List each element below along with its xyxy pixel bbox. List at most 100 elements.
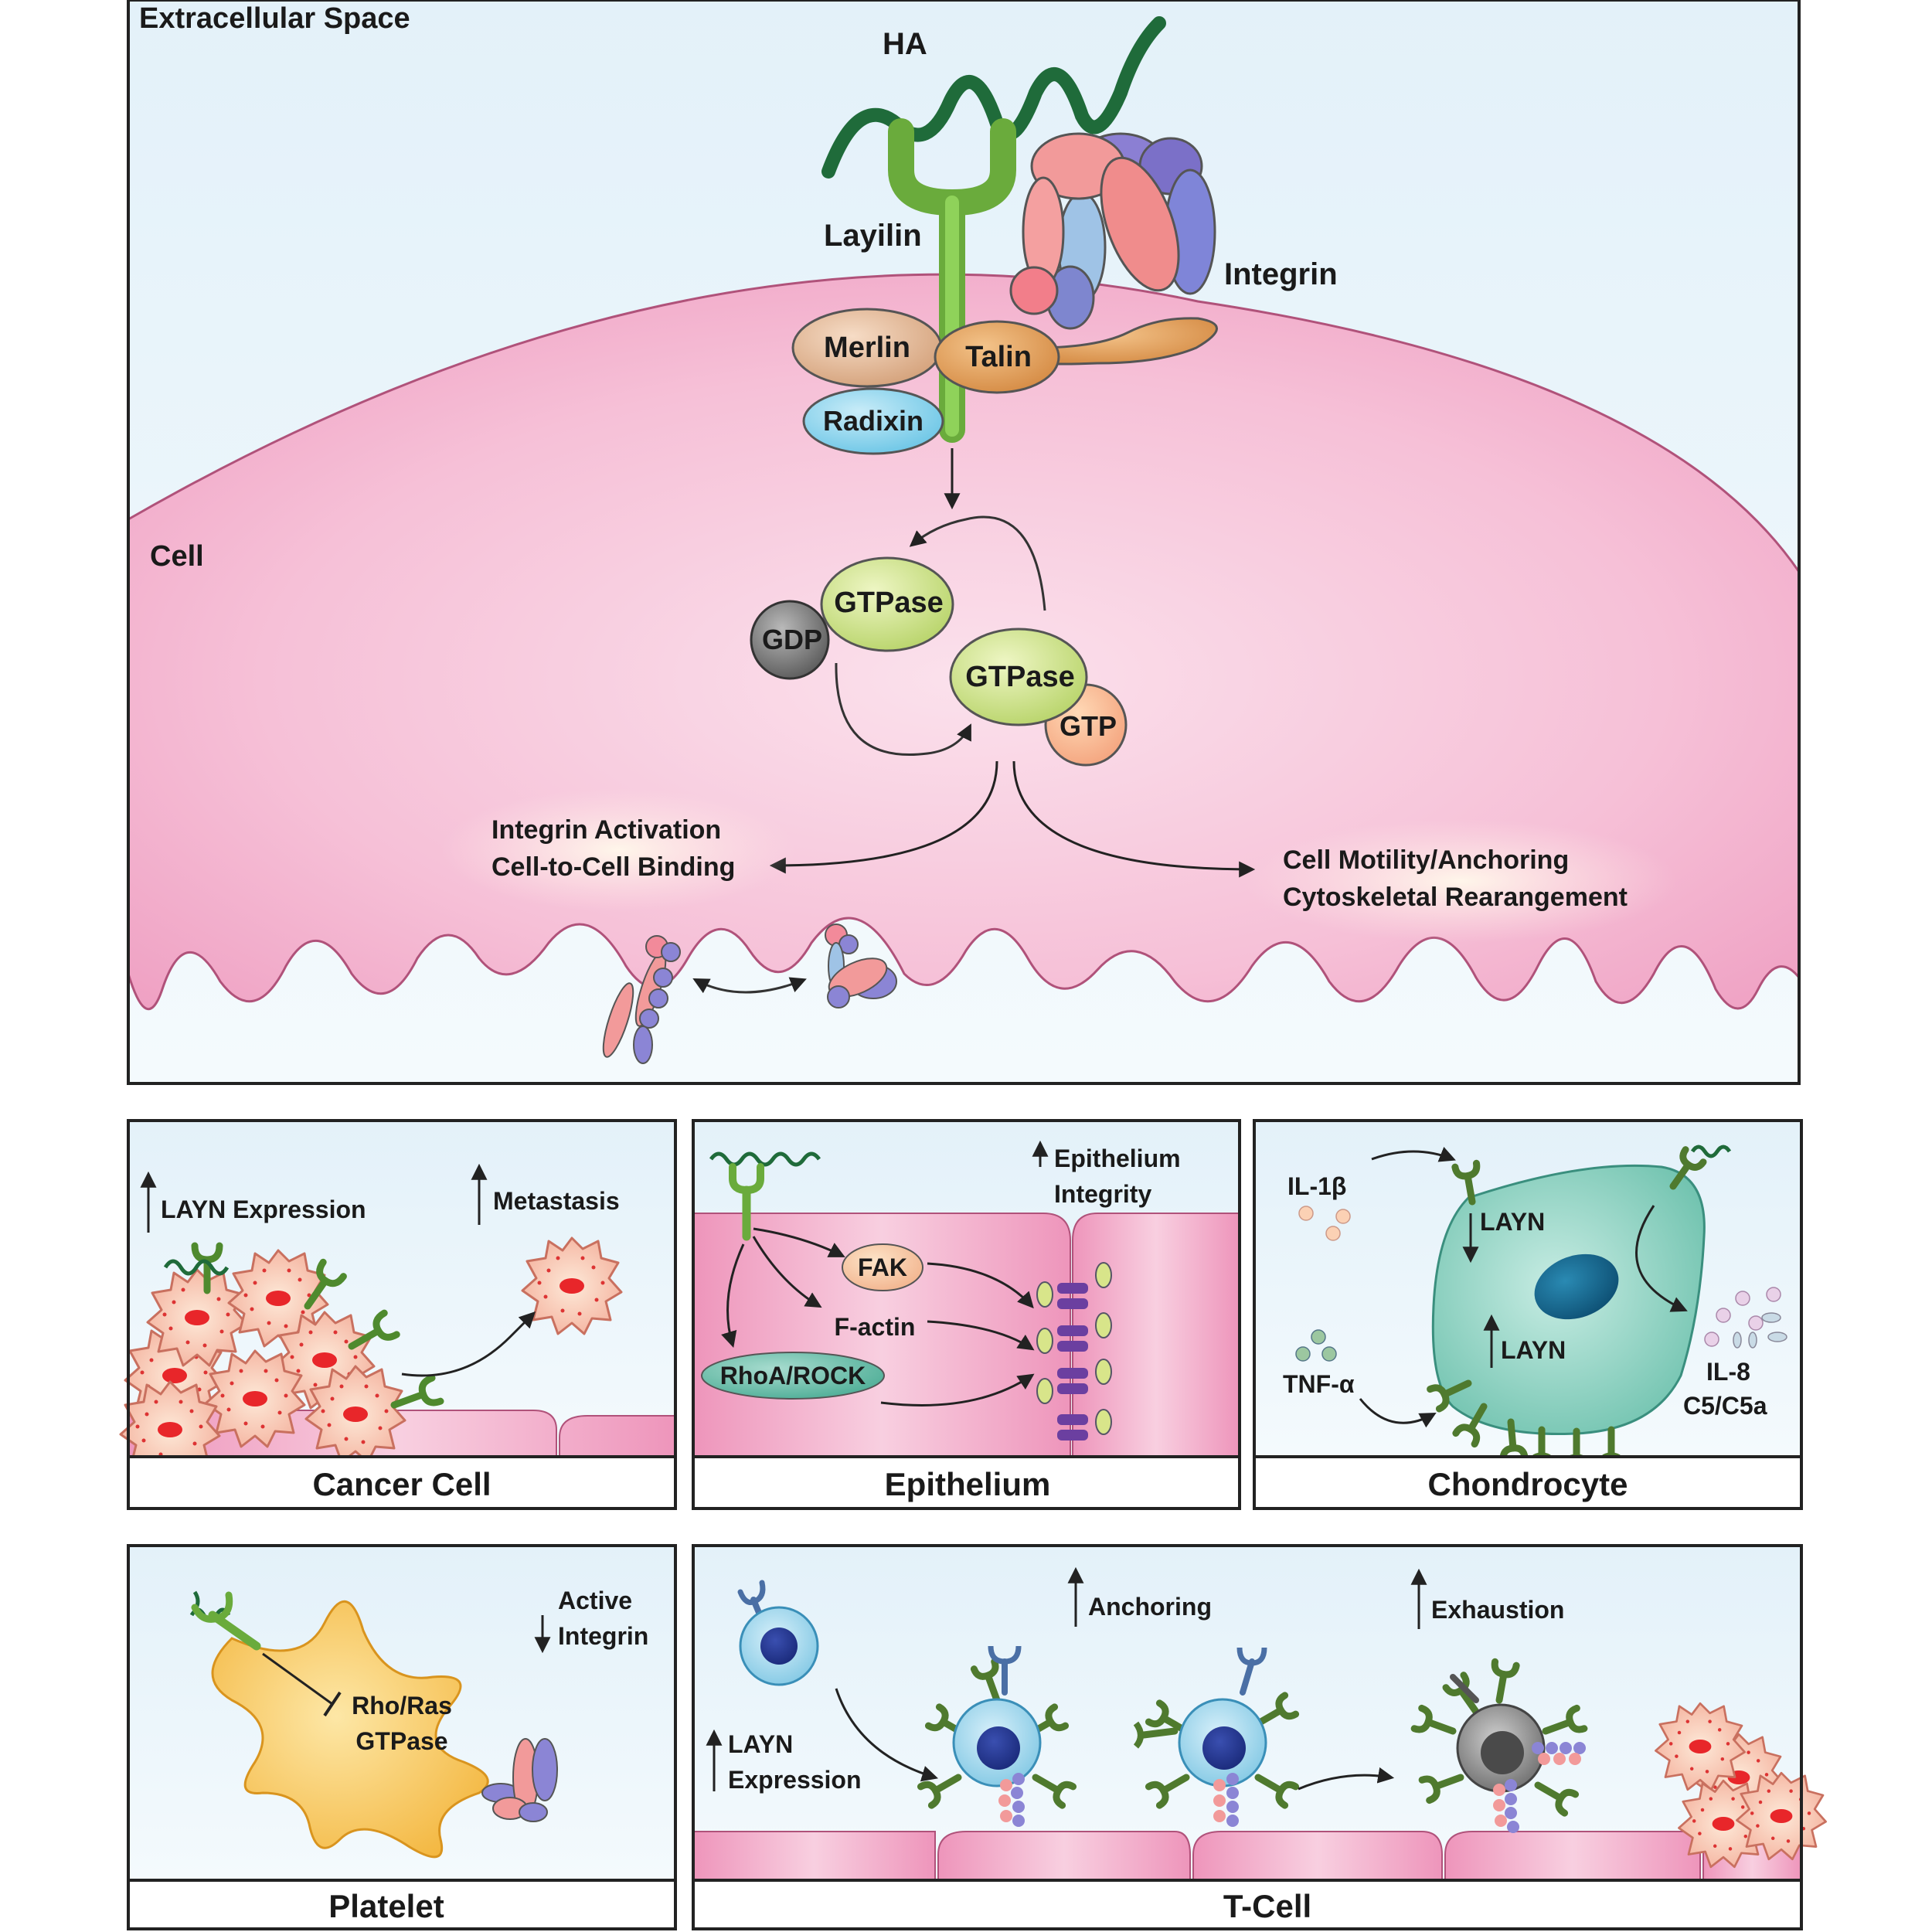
cycle-arrow-top xyxy=(909,515,1046,611)
tcell-naive xyxy=(737,1580,819,1686)
gtpase-inactive xyxy=(820,556,954,652)
chondrocyte-nucleus xyxy=(1534,1253,1619,1320)
il1b-arrow xyxy=(1371,1147,1456,1162)
tcell-layn-2: Expression xyxy=(728,1766,862,1794)
cycle-arrow-bottom xyxy=(835,662,971,756)
rhoa-protein xyxy=(701,1352,885,1400)
merlin-label: Merlin xyxy=(824,332,910,364)
platelet-rho-2: GTPase xyxy=(355,1727,447,1755)
epithelium-junctions xyxy=(1036,1262,1112,1440)
epithelium-cell-right xyxy=(1072,1213,1240,1458)
tnfa-particles xyxy=(1295,1329,1337,1362)
arrow-to-fak xyxy=(753,1227,845,1257)
chondrocyte-receptor-top xyxy=(1455,1145,1732,1203)
top-panel: Extracellular Space Cell HA Layilin Inte… xyxy=(127,0,1801,1085)
chondro-il1b: IL-1β xyxy=(1287,1172,1346,1200)
ha-label: HA xyxy=(883,27,927,61)
platelet-cell xyxy=(211,1600,489,1859)
talin-label: Talin xyxy=(965,341,1032,373)
tcell-anchored-2 xyxy=(1133,1647,1296,1827)
gtp-label: GTP xyxy=(1060,710,1117,742)
outcome-left-line2: Cell-to-Cell Binding xyxy=(492,852,735,882)
tcell-anchored-1 xyxy=(920,1645,1073,1827)
chondro-tnfa: TNF-α xyxy=(1283,1370,1355,1398)
arrow-to-rhoa xyxy=(721,1243,745,1349)
layilin-label: Layilin xyxy=(824,219,922,253)
chondro-layn-up: LAYN xyxy=(1501,1336,1566,1364)
tcell-layn-1: LAYN xyxy=(728,1730,793,1758)
outcome-arrow-left xyxy=(769,760,998,874)
fak-to-junction-arrow xyxy=(927,1262,1034,1309)
metastasis-arrow xyxy=(401,1311,536,1377)
factin-label: F-actin xyxy=(835,1313,916,1341)
platelet-rho-1: Rho/Ras xyxy=(352,1692,452,1719)
cancer-title-bar xyxy=(127,1455,677,1510)
tcell-exhaustion: Exhaustion xyxy=(1431,1596,1564,1624)
gtpase-label-1: GTPase xyxy=(834,587,944,619)
outcome-left-line1: Integrin Activation xyxy=(492,815,721,845)
chondro-layn-down: LAYN xyxy=(1480,1208,1545,1236)
rhoa-to-junction-arrow xyxy=(880,1373,1035,1406)
tcell-migrate-arrow xyxy=(835,1688,939,1782)
chondrocyte-panel: LAYN LAYN IL-1β TNF-α IL-8 C5/C5a xyxy=(1253,1119,1803,1510)
secretion-arrow xyxy=(1635,1205,1688,1312)
cancer-layilin-receptors xyxy=(163,1246,440,1417)
integrin-binding-arrow xyxy=(692,977,807,994)
epithelium-integrity-2: Integrity xyxy=(1054,1180,1151,1208)
membrane-integrin-left xyxy=(602,935,681,1064)
arrow-to-factin xyxy=(752,1236,822,1308)
outcome-arrow-right xyxy=(1012,760,1256,878)
platelet-title: Platelet xyxy=(328,1888,444,1924)
epithelium-integrity-1: Epithelium xyxy=(1054,1145,1181,1172)
chondro-c5: C5/C5a xyxy=(1683,1392,1767,1420)
platelet-active-2: Integrin xyxy=(558,1622,648,1650)
tcell-title: T-Cell xyxy=(1223,1888,1311,1924)
platelet-title-bar xyxy=(127,1879,677,1930)
platelet-active-1: Active xyxy=(558,1587,632,1614)
exhaustion-arrow xyxy=(1298,1767,1395,1791)
chondrocyte-title: Chondrocyte xyxy=(1427,1466,1628,1502)
factin-to-junction-arrow xyxy=(927,1320,1035,1351)
platelet-integrin xyxy=(481,1738,558,1822)
outcome-right-line1: Cell Motility/Anchoring xyxy=(1283,845,1569,875)
epithelium-layilin xyxy=(729,1163,764,1241)
extracellular-label: Extracellular Space xyxy=(139,2,410,35)
outcome-right-glow xyxy=(1244,819,1677,943)
tcell-panel: LAYN Expression Anchoring Exhaustion T-C… xyxy=(692,1544,1827,1930)
outcome-left-glow xyxy=(440,788,796,912)
tcell-anchoring: Anchoring xyxy=(1088,1593,1212,1621)
epithelium-ha xyxy=(709,1151,821,1167)
epithelium-title: Epithelium xyxy=(885,1466,1051,1502)
cancer-panel: LAYN Expression Metastasis Cancer Cell xyxy=(119,1119,677,1510)
integrin-label: Integrin xyxy=(1224,257,1338,291)
tcell-title-bar xyxy=(692,1879,1803,1930)
gtpase-active xyxy=(949,628,1088,726)
cancer-metastasis: Metastasis xyxy=(493,1187,620,1215)
platelet-layilin xyxy=(191,1591,261,1651)
fak-protein xyxy=(842,1243,923,1291)
fak-label: FAK xyxy=(858,1253,907,1281)
inhibition-line xyxy=(262,1652,333,1706)
tnfa-arrow xyxy=(1359,1398,1437,1428)
outcome-right-line2: Cytoskeletal Rearangement xyxy=(1283,883,1628,912)
secreted-particles xyxy=(1704,1287,1787,1349)
gdp-label: GDP xyxy=(762,624,822,655)
epithelium-title-bar xyxy=(692,1455,1241,1510)
talin-tail xyxy=(1034,317,1218,366)
cancer-title: Cancer Cell xyxy=(312,1466,491,1502)
gdp-molecule xyxy=(750,600,830,680)
radixin-protein xyxy=(802,387,944,455)
membrane-integrin-right xyxy=(825,923,897,1009)
talin-protein xyxy=(934,320,1060,394)
integrin-top xyxy=(1009,132,1216,330)
tcell-substrate xyxy=(692,1831,1802,1881)
chondrocyte-title-bar xyxy=(1253,1455,1803,1510)
radixin-label: Radixin xyxy=(823,405,923,437)
epithelium-panel: FAK F-actin RhoA/ROCK Epithelium Integri… xyxy=(692,1119,1241,1510)
chondro-il8: IL-8 xyxy=(1706,1358,1750,1386)
cancer-layn-expression: LAYN Expression xyxy=(161,1196,366,1223)
rhoa-label: RhoA/ROCK xyxy=(720,1362,866,1389)
inhibition-bar xyxy=(323,1691,342,1717)
il1b-particles xyxy=(1298,1206,1351,1241)
